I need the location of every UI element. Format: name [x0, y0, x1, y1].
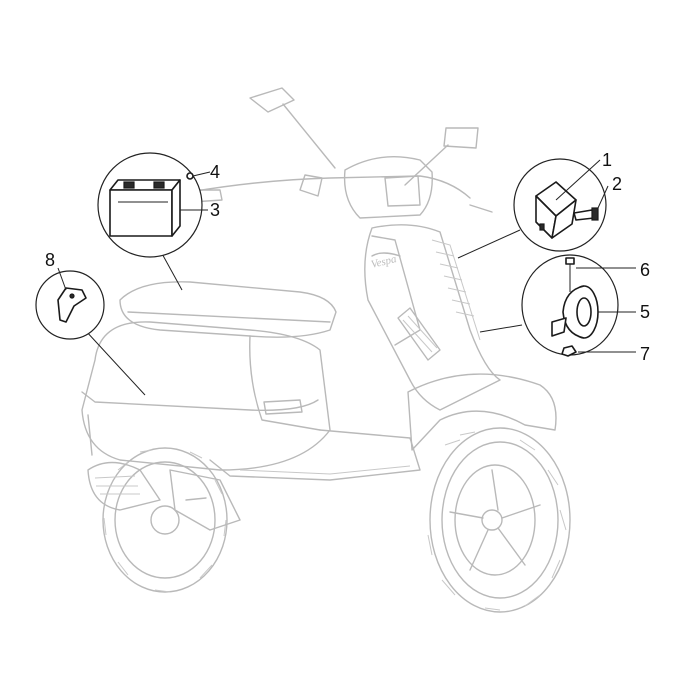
label-7: 7 [640, 344, 650, 364]
right-grip [469, 204, 493, 213]
relay-side [551, 199, 577, 239]
cowl-edge [249, 335, 321, 431]
battery-screw-dot [186, 172, 194, 180]
seat-seam [127, 311, 331, 323]
relay-leader [457, 229, 521, 259]
horn-leader [479, 324, 523, 333]
battery-side [171, 179, 181, 237]
headlight [384, 175, 421, 207]
vespa-script [371, 252, 401, 257]
rear-wheel [102, 447, 228, 593]
label-3: 3 [210, 200, 220, 220]
right-mirror [443, 127, 479, 149]
horn-body [562, 285, 585, 339]
label-1: 1 [602, 150, 612, 170]
bracket-callout: 8 [35, 250, 146, 396]
horn-nut [561, 345, 577, 357]
side-vent [397, 307, 441, 361]
relay-callout: 1 2 [457, 150, 622, 259]
battery [109, 179, 181, 237]
label-4: 4 [210, 162, 220, 182]
battery-front [109, 189, 173, 237]
front-fender [407, 373, 557, 451]
label-6: 6 [640, 260, 650, 280]
horn-bracket [551, 317, 567, 337]
label-2: 2 [612, 174, 622, 194]
relay-screw-head [591, 207, 599, 221]
right-mirror-stem [404, 144, 449, 186]
battery-top [109, 179, 181, 191]
battery-callout: 4 3 [97, 152, 220, 291]
rear-stand [87, 414, 93, 456]
exhaust [87, 461, 161, 511]
left-mirror-stem [282, 103, 336, 169]
label-8: 8 [45, 250, 55, 270]
headset [343, 155, 433, 219]
left-mirror [249, 87, 295, 113]
mounting-bracket [57, 287, 87, 323]
cowl-trim [81, 391, 319, 411]
front-wheel [427, 427, 571, 613]
horn [551, 285, 599, 339]
legshield-inner [371, 235, 421, 346]
side-badge [263, 399, 303, 415]
horn-callout: 6 5 7 [479, 254, 650, 364]
battery-leader [159, 249, 183, 291]
handlebar [189, 175, 471, 199]
flasher-relay [535, 181, 577, 239]
battery-terminal-pos [153, 181, 165, 189]
engine-case [169, 469, 241, 531]
legshield [364, 224, 501, 411]
left-lever-housing [299, 174, 323, 197]
rear-cowl [81, 321, 331, 471]
battery-terminal-neg [123, 181, 135, 189]
seat [119, 281, 337, 338]
horn-bolt [565, 257, 575, 292]
label-5: 5 [640, 302, 650, 322]
bracket-leader [84, 329, 146, 396]
floorboard [209, 429, 421, 481]
horn-grille [431, 239, 481, 341]
